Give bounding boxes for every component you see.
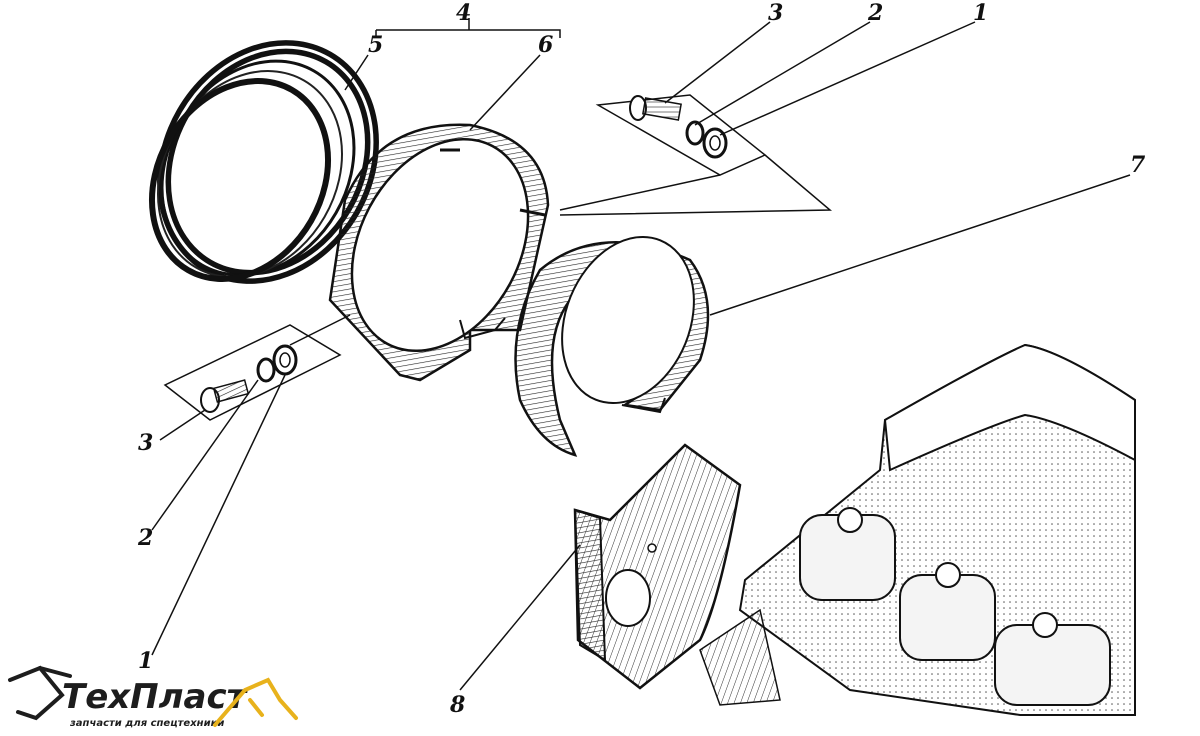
band-part-6 [328, 123, 550, 382]
excavator-right-icon [213, 677, 298, 727]
callout-8: 8 [449, 692, 465, 718]
callout-3-lower: 3 [138, 430, 153, 456]
techplast-logo: ТехПласт запчасти для спецтехники [8, 665, 298, 729]
callout-1-lower: 1 [138, 648, 153, 674]
callout-2-upper: 2 [867, 0, 883, 26]
callout-2-lower: 2 [137, 525, 153, 551]
fastener-group-lower [163, 324, 342, 421]
callout-6: 6 [538, 32, 553, 58]
fastener-group-upper [595, 94, 767, 176]
callout-7: 7 [1130, 152, 1146, 178]
callout-1-upper: 1 [973, 0, 988, 26]
callout-labels: 4 5 6 3 2 1 7 3 2 1 8 [137, 0, 1146, 718]
callout-3-upper: 3 [768, 0, 783, 26]
excavator-left-icon [8, 665, 72, 721]
engine-block [699, 343, 1136, 716]
logo-brand: ТехПласт [62, 677, 249, 717]
logo-tagline: запчасти для спецтехники [69, 718, 224, 729]
callout-5: 5 [368, 32, 383, 58]
leader-lines [151, 18, 1131, 691]
shield-part-8 [573, 443, 742, 690]
band-part-7 [514, 235, 710, 457]
callout-4: 4 [456, 0, 471, 26]
